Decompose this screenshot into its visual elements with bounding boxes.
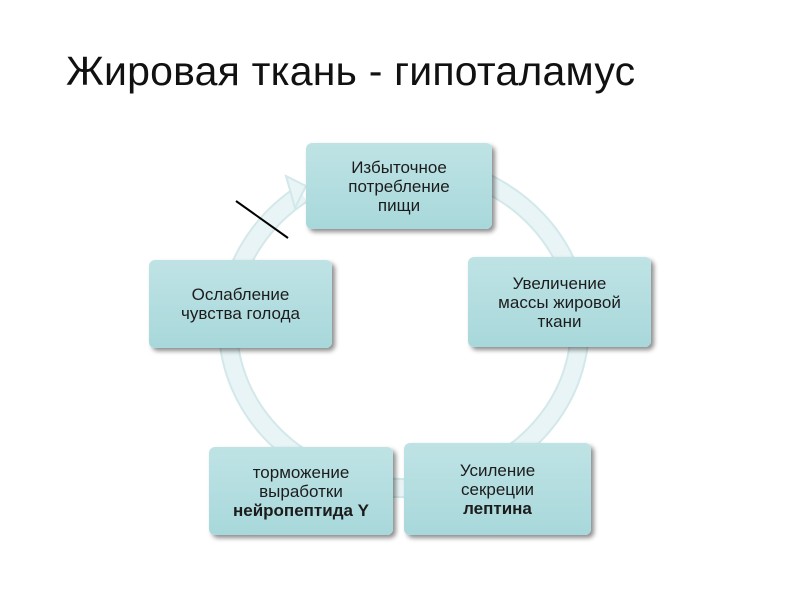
node-text: Усиление xyxy=(459,460,536,480)
node-text: массы жировой xyxy=(498,292,621,312)
cycle-node-food-intake: Избыточное потребление пищи xyxy=(306,143,492,229)
node-text: нейропептида Y xyxy=(232,500,370,520)
cycle-arrowhead xyxy=(284,174,308,211)
cycle-node-adipose-mass: Увеличение массы жировой ткани xyxy=(468,257,651,347)
slide-title: Жировая ткань - гипоталамус xyxy=(66,48,636,94)
node-text: пищи xyxy=(377,195,421,215)
node-text: торможение xyxy=(252,462,350,482)
node-text: выработки xyxy=(259,481,343,501)
cycle-node-npy-inhibition: торможение выработки нейропептида Y xyxy=(209,447,393,535)
node-text: секреции xyxy=(460,479,535,499)
node-text: чувства голода xyxy=(181,304,300,323)
cycle-node-leptin-secretion: Усиление секреции лептина xyxy=(404,443,591,535)
node-text: ткани xyxy=(537,311,582,331)
node-text: Увеличение xyxy=(512,273,607,293)
node-text: Избыточное xyxy=(351,157,447,177)
node-text: лептина xyxy=(463,498,532,518)
cycle-node-hunger-reduction: Ослабление чувства голода xyxy=(149,260,332,348)
node-text: потребление xyxy=(348,176,450,196)
annotation-slash xyxy=(235,200,289,239)
node-text: Ослабление xyxy=(191,285,290,304)
